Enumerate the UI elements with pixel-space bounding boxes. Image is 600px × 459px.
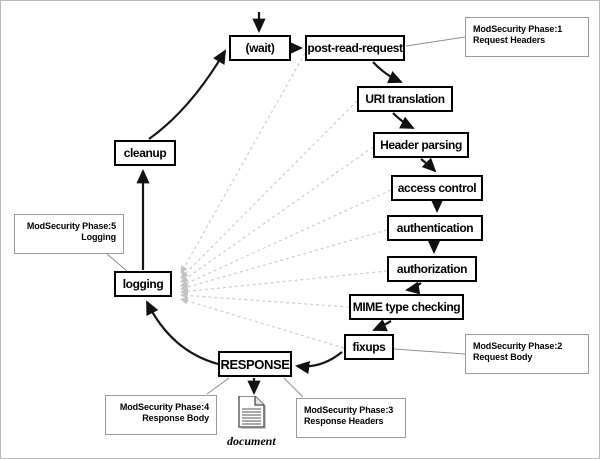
note-modsecurity-phase-3: ModSecurity Phase:3 Response Headers xyxy=(296,398,406,438)
connector-phase3-to-response xyxy=(283,377,304,398)
edge-response-to-logging xyxy=(146,300,219,366)
dashed-edge-authorization-to-logging xyxy=(179,270,388,295)
note-phase-5-line-2: Logging xyxy=(81,232,116,242)
note-phase-1-line-1: ModSecurity Phase:1 xyxy=(473,24,563,34)
note-phase-4-line-1: ModSecurity Phase:4 xyxy=(119,402,209,412)
dashed-edge-fixups-to-logging xyxy=(179,297,345,349)
node-mime-type-checking[interactable]: MIME type checking xyxy=(349,294,464,320)
edge-authz-to-mime xyxy=(405,281,422,295)
edge-header-to-access-control xyxy=(420,157,437,173)
connector-phase1-to-post-read-request xyxy=(405,36,466,47)
note-phase-3-line-2: Response Headers xyxy=(304,416,384,426)
note-modsecurity-phase-4: ModSecurity Phase:4 Response Body xyxy=(105,395,217,435)
note-phase-5-line-1: ModSecurity Phase:5 xyxy=(26,221,116,231)
node-response[interactable]: RESPONSE xyxy=(218,351,292,377)
connector-phase4-to-response xyxy=(206,377,230,395)
node-authentication[interactable]: authentication xyxy=(387,215,483,241)
note-connector-lines xyxy=(106,36,466,398)
dashed-edge-mime-type-checking-to-logging xyxy=(179,291,350,308)
note-phase-4-line-2: Response Body xyxy=(142,413,209,423)
solid-edges xyxy=(136,12,444,395)
note-modsecurity-phase-1: ModSecurity Phase:1 Request Headers xyxy=(465,17,589,57)
node-authorization[interactable]: authorization xyxy=(387,256,477,282)
edge-uri-to-header-parsing xyxy=(392,112,415,129)
dashed-edge-uri-translation-to-logging xyxy=(180,100,358,279)
note-modsecurity-phase-2: ModSecurity Phase:2 Request Body xyxy=(465,334,589,374)
node-uri-translation[interactable]: URI translation xyxy=(357,86,453,112)
node-cleanup[interactable]: cleanup xyxy=(114,140,176,166)
note-phase-2-line-2: Request Body xyxy=(473,352,533,362)
document-label: document xyxy=(227,434,276,448)
note-phase-2-line-1: ModSecurity Phase:2 xyxy=(473,341,563,351)
connector-phase5-to-logging xyxy=(106,253,128,272)
dashed-edges-to-logging xyxy=(179,52,392,349)
dashed-edge-post-read-request-to-logging xyxy=(180,52,306,274)
connector-phase2-to-fixups xyxy=(393,348,466,355)
node-logging[interactable]: logging xyxy=(114,271,172,297)
node-access-control[interactable]: access control xyxy=(391,175,483,201)
note-phase-1-line-2: Request Headers xyxy=(473,35,546,45)
node-fixups[interactable]: fixups xyxy=(344,334,394,360)
note-modsecurity-phase-5: ModSecurity Phase:5 Logging xyxy=(14,214,124,254)
node-post-read-request[interactable]: post-read-request xyxy=(305,35,405,61)
edge-cleanup-to-wait xyxy=(148,49,227,140)
document-icon xyxy=(237,395,273,434)
edge-post-read-request-to-uri xyxy=(372,61,403,84)
note-phase-3-line-1: ModSecurity Phase:3 xyxy=(304,405,394,415)
dashed-edge-access-control-to-logging xyxy=(180,189,392,287)
edge-fixups-to-response xyxy=(295,351,343,375)
dashed-edge-authentication-to-logging xyxy=(179,229,388,291)
node-header-parsing[interactable]: Header parsing xyxy=(373,132,469,158)
edge-mime-to-fixups xyxy=(372,319,392,332)
node-wait[interactable]: (wait) xyxy=(229,35,291,61)
